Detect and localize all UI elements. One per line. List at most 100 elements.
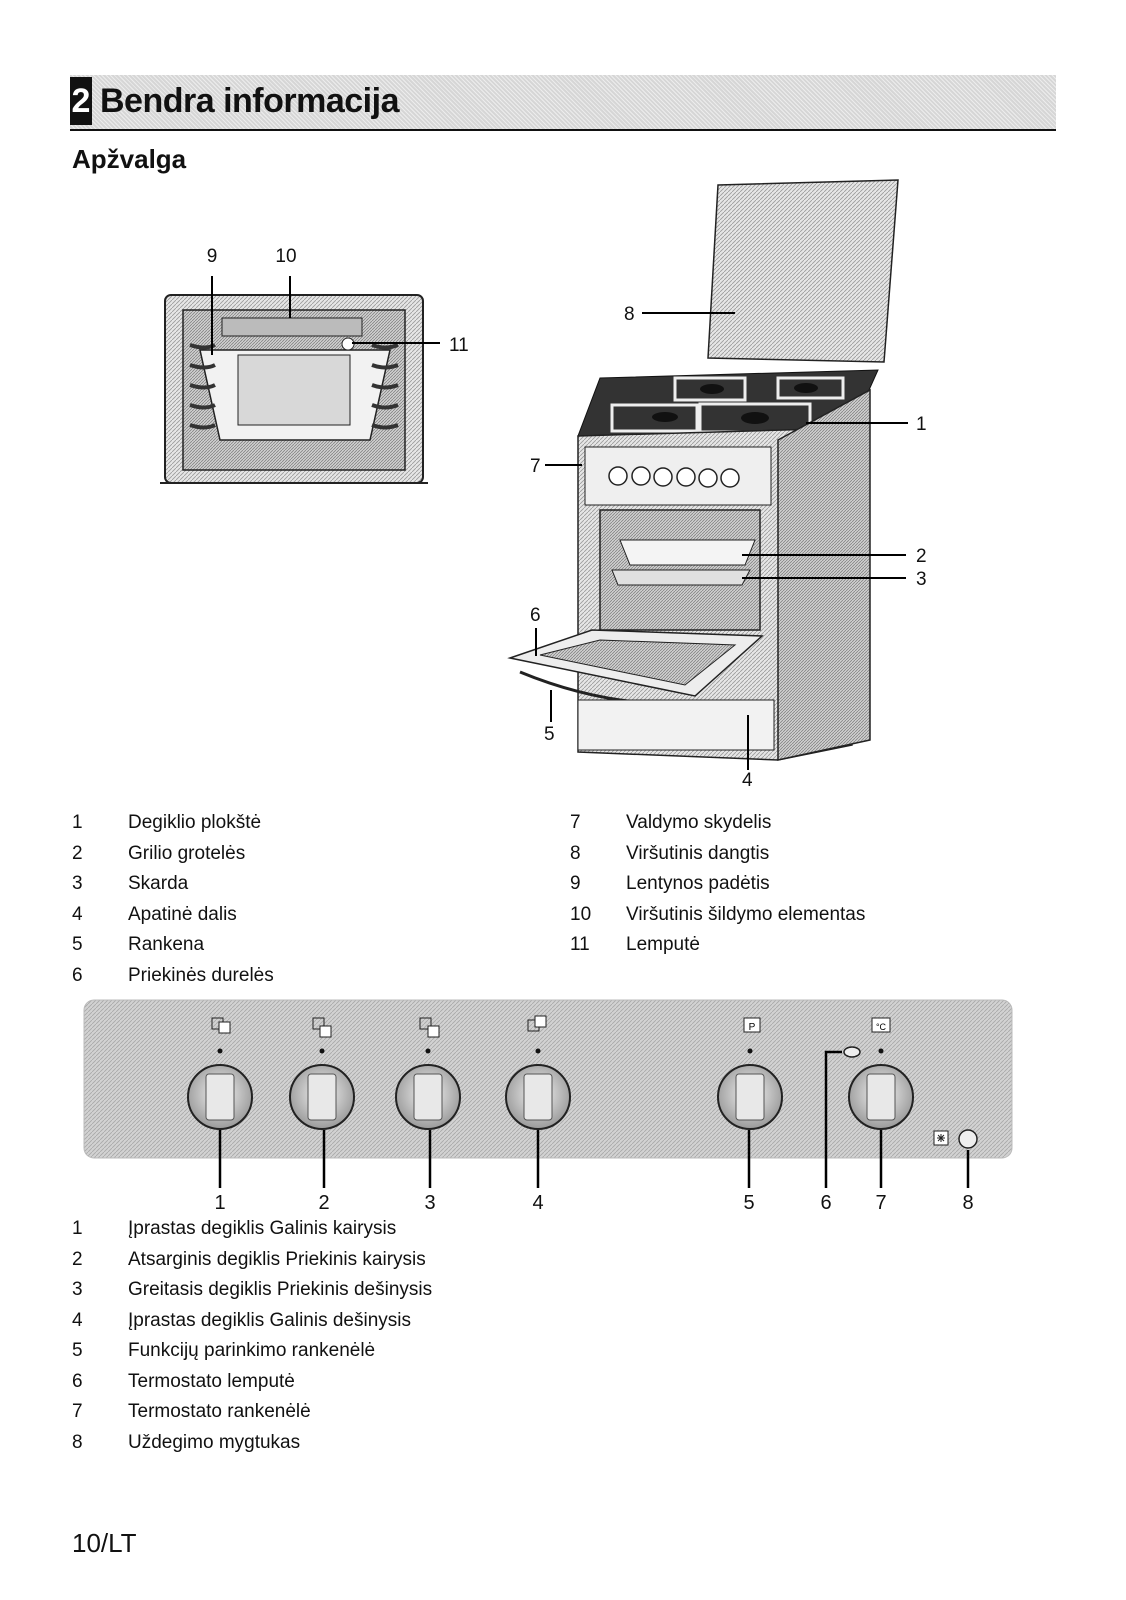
legend-row: 10 Viršutinis šildymo elementas [570,900,865,931]
legend-label: Rankena [128,934,205,955]
callout-5: 5 [544,724,555,745]
thermostat-knob[interactable]: °C [848,1017,914,1130]
knob-burner-front-right[interactable] [395,1017,461,1130]
function-symbol: P [749,1022,756,1033]
callout-8: 8 [624,304,635,325]
ignition-button[interactable] [958,1129,978,1149]
legend-number: 6 [72,1370,83,1392]
callout-4: 4 [742,770,753,791]
legend-label: Valdymo skydelis [626,812,772,833]
spark-icon [933,1130,949,1146]
section-title: Apžvalga [72,144,187,174]
legend-row: 3 Greitasis degiklis Priekinis dešinysis [72,1275,432,1306]
legend-row: 8 Uždegimo mygtukas [72,1428,432,1459]
panel-callout-lines [218,1050,970,1188]
legend-label: Degiklio plokštė [128,812,262,833]
cooker-illustration: 9 10 11 8 1 7 2 3 6 5 4 [160,179,927,791]
callout-1: 1 [916,414,927,435]
legend-label: Lemputė [626,934,700,955]
legend-number: 5 [72,934,83,955]
chapter-banner: 2 Bendra informacija [70,75,1056,131]
legend-label: Skarda [128,873,189,894]
callout-11: 11 [449,335,469,356]
legend-row: 4 Įprastas degiklis Galinis dešinysis [72,1306,432,1337]
legend-label: Lentynos padėtis [626,873,770,894]
legend-row: 7 Termostato rankenėlė [72,1397,432,1428]
legend-row: 5 Rankena [72,930,274,961]
legend-number: 1 [72,812,83,833]
callout-7: 7 [530,456,541,477]
panel-callout-1: 1 [214,1192,226,1214]
legend-row: 9 Lentynos padėtis [570,869,865,900]
legend-label: Viršutinis šildymo elementas [626,903,866,925]
function-selector-knob[interactable]: P [717,1017,783,1130]
legend-label: Apatinė dalis [128,903,237,925]
panel-callout-8: 8 [962,1192,974,1214]
legend-number: 11 [570,934,590,955]
chapter-number: 2 [70,77,92,125]
callout-2: 2 [916,546,927,567]
legend-label: Funkcijų parinkimo rankenėlė [128,1340,376,1361]
panel-callout-5: 5 [743,1192,755,1214]
panel-callout-numbers: 1 2 3 4 5 6 7 8 [0,1192,1126,1218]
legend-number: 2 [72,842,83,864]
legend-row: 11 Lemputė [570,930,865,961]
cooker-front-illustration [507,179,908,770]
legend-number: 1 [72,1218,83,1239]
knob-burner-rear-left[interactable] [187,1017,253,1130]
knob-burner-front-left[interactable] [289,1017,355,1130]
legend-row: 4 Apatinė dalis [72,900,274,931]
legend-number: 8 [72,1431,83,1453]
legend-label: Termostato lemputė [128,1370,295,1392]
panel-callout-3: 3 [424,1192,436,1214]
legend-number: 10 [570,903,592,925]
legend-number: 2 [72,1248,83,1270]
legend-number: 7 [570,812,581,833]
callout-9: 9 [207,246,218,267]
legend-label: Įprastas degiklis Galinis dešinysis [128,1309,412,1331]
callout-10: 10 [275,246,296,267]
thermostat-lamp [843,1046,861,1058]
callout-3: 3 [916,569,927,590]
legend-row: 6 Priekinės durelės [72,961,274,992]
legend-row: 8 Viršutinis dangtis [570,839,865,870]
parts-legend-left: 1 Degiklio plokštė 2 Grilio grotelės 3 Skar… [72,808,274,991]
legend-number: 6 [72,964,83,986]
legend-row: 7 Valdymo skydelis [570,808,865,839]
panel-callout-6: 6 [820,1192,832,1214]
legend-label: Grilio grotelės [128,842,246,864]
legend-number: 9 [570,873,581,894]
legend-row: 2 Grilio grotelės [72,839,274,870]
legend-number: 7 [72,1401,83,1422]
legend-row: 6 Termostato lemputė [72,1367,432,1398]
knob-burner-rear-right[interactable] [505,1015,571,1130]
panel-callout-2: 2 [318,1192,330,1214]
legend-row: 5 Funkcijų parinkimo rankenėlė [72,1336,432,1367]
legend-number: 4 [72,903,83,925]
legend-label: Atsarginis degiklis Priekinis kairysis [128,1248,426,1270]
callout-6: 6 [530,605,541,626]
legend-label: Įprastas degiklis Galinis kairysis [128,1218,397,1239]
oven-interior-illustration [160,276,440,484]
legend-number: 5 [72,1340,83,1361]
legend-number: 3 [72,873,83,894]
legend-row: 1 Įprastas degiklis Galinis kairysis [72,1214,432,1245]
legend-label: Greitasis degiklis Priekinis dešinysis [128,1279,433,1300]
legend-row: 2 Atsarginis degiklis Priekinis kairysis [72,1245,432,1276]
legend-number: 4 [72,1309,83,1331]
legend-row: 1 Degiklio plokštė [72,808,274,839]
legend-label: Priekinės durelės [128,964,274,986]
diagram-callouts: 9 10 11 8 1 7 2 3 6 5 4 [207,246,927,791]
thermostat-symbol: °C [876,1022,887,1032]
legend-label: Uždegimo mygtukas [128,1431,301,1453]
legend-label: Termostato rankenėlė [128,1401,311,1422]
legend-number: 8 [570,842,581,864]
chapter-title: Bendra informacija [100,82,399,120]
legend-row: 3 Skarda [72,869,274,900]
legend-label: Viršutinis dangtis [626,842,770,864]
legend-number: 3 [72,1279,83,1300]
panel-callout-4: 4 [532,1192,544,1214]
page-number: 10/LT [72,1528,137,1558]
panel-callout-7: 7 [875,1192,887,1214]
